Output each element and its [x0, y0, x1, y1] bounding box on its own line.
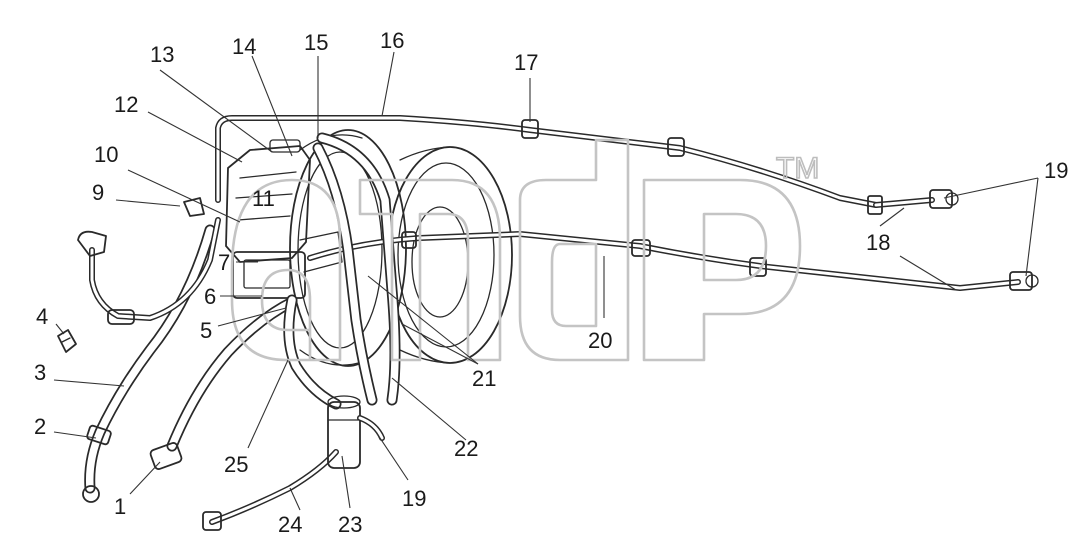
callout-3: 3 — [34, 360, 46, 385]
callout-19-bottom: 19 — [402, 486, 426, 511]
pipe-9 — [77, 197, 221, 325]
callout-5: 5 — [200, 318, 212, 343]
callout-10: 10 — [94, 142, 118, 167]
callout-17: 17 — [514, 50, 538, 75]
callouts: 1 2 3 4 5 6 7 9 10 11 12 13 14 15 16 17 … — [34, 28, 1068, 537]
callout-6: 6 — [204, 284, 216, 309]
callout-11: 11 — [252, 186, 275, 211]
hose-3 — [82, 224, 216, 503]
callout-21: 21 — [472, 366, 496, 391]
hose-25-24 — [202, 294, 342, 531]
callout-22: 22 — [454, 436, 478, 461]
callout-16: 16 — [380, 28, 404, 53]
hose-16 — [215, 115, 879, 208]
callout-14: 14 — [232, 34, 256, 59]
callout-24: 24 — [278, 512, 302, 537]
callout-1: 1 — [114, 494, 126, 519]
callout-12: 12 — [114, 92, 138, 117]
callout-2: 2 — [34, 414, 46, 439]
trademark-mark: TM — [776, 152, 819, 185]
watermark: TM — [230, 138, 820, 362]
callout-23: 23 — [338, 512, 362, 537]
callout-19-right: 19 — [1044, 158, 1068, 183]
callout-15: 15 — [304, 30, 328, 55]
callout-7: 7 — [218, 250, 230, 275]
callout-13: 13 — [150, 42, 174, 67]
fitting-4 — [57, 329, 77, 353]
filter-23 — [327, 395, 385, 469]
callout-4: 4 — [36, 304, 48, 329]
leader-lines — [53, 51, 1039, 511]
hose-1 — [149, 296, 298, 470]
callout-25: 25 — [224, 452, 248, 477]
callout-18: 18 — [866, 230, 890, 255]
callout-20: 20 — [588, 328, 612, 353]
fitting-19-upper — [867, 189, 959, 215]
callout-9: 9 — [92, 180, 104, 205]
